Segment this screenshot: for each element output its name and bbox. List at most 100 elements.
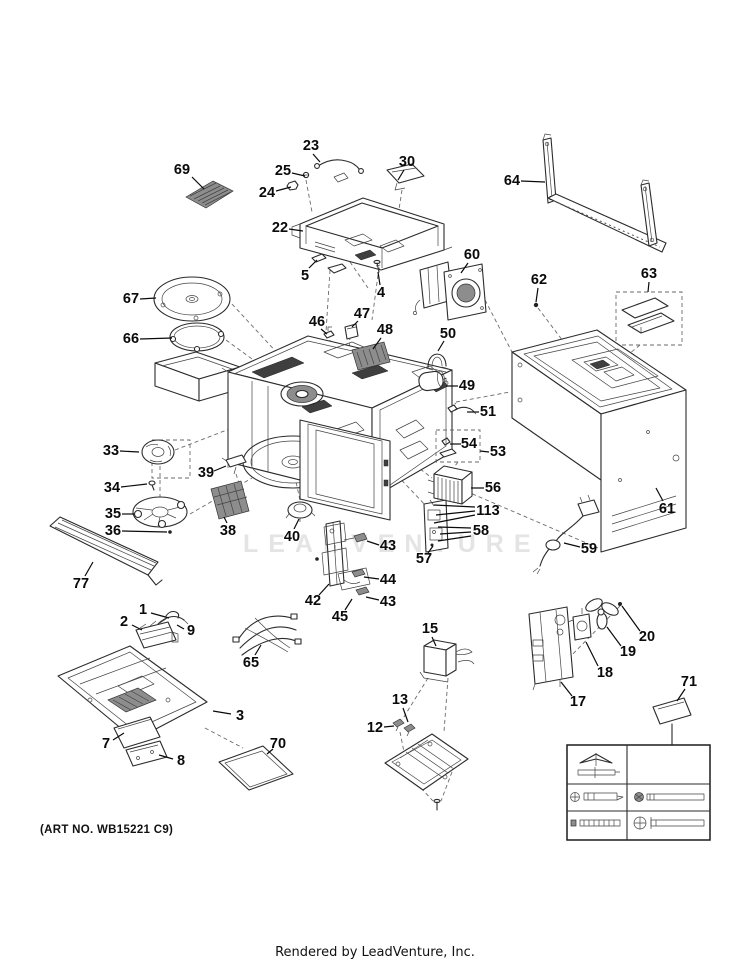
- anchor-bolt-icon: [577, 767, 620, 778]
- part-label-51: 51: [480, 404, 496, 420]
- part-67-turntable-tray: [153, 276, 231, 322]
- part-12-clip: [392, 718, 405, 732]
- watermark-text: LEADVENTURE: [243, 530, 541, 558]
- leader-line-18: [585, 641, 599, 667]
- part-19-fan-blade: [585, 598, 619, 630]
- part-label-59: 59: [581, 541, 597, 557]
- part-label-20: 20: [639, 629, 655, 645]
- part-label-13: 13: [392, 692, 408, 708]
- part-label-63: 63: [641, 266, 657, 282]
- part-4-screw: [373, 259, 381, 273]
- part-34-screw: [148, 480, 156, 491]
- part-label-64: 64: [504, 173, 520, 189]
- leader-line-62: [535, 287, 539, 303]
- part-label-22: 22: [272, 220, 288, 236]
- part-label-4: 4: [377, 285, 385, 301]
- part-label-42: 42: [305, 593, 321, 609]
- part-25-screw: [302, 171, 310, 179]
- part-66-roller-ring: [169, 322, 225, 353]
- footer-credit: Rendered by LeadVenture, Inc.: [275, 945, 475, 960]
- part-label-67: 67: [123, 291, 139, 307]
- part-label-58: 58: [473, 523, 489, 539]
- threaded-stud-icon: [570, 819, 621, 827]
- leader-line-36: [121, 530, 168, 533]
- part-label-45: 45: [332, 609, 348, 625]
- part-label-40: 40: [284, 529, 300, 545]
- leader-line-17: [560, 681, 573, 697]
- leader-line-65: [254, 644, 262, 656]
- leader-line-77: [84, 561, 94, 577]
- part-label-56: 56: [485, 480, 501, 496]
- part-20-screw: [618, 602, 622, 606]
- leader-line-46: [320, 328, 328, 335]
- leader-line-70: [266, 748, 274, 755]
- part-label-36: 36: [105, 523, 121, 539]
- part-9-wire: [157, 615, 189, 625]
- part-5-brackets: [311, 253, 347, 274]
- part-13-clip: [403, 723, 416, 737]
- part-label-61: 61: [659, 501, 675, 517]
- part-label-49: 49: [459, 378, 475, 394]
- part-43-latch-hook-upper: [343, 532, 368, 543]
- leader-line-61: [655, 487, 664, 502]
- leader-line-53: [479, 450, 490, 453]
- leader-line-40: [293, 518, 300, 530]
- part-label-15: 15: [422, 621, 438, 637]
- leader-line-24: [275, 186, 292, 192]
- part-33-turntable-coupler: [141, 439, 175, 465]
- part-22-control-chassis: [291, 197, 453, 271]
- part-label-69: 69: [174, 162, 190, 178]
- part-label-57: 57: [416, 551, 432, 567]
- part-label-5: 5: [301, 268, 309, 284]
- leader-line-9: [176, 624, 185, 630]
- leader-line-66: [139, 337, 173, 340]
- part-63-vent-deflectors: [615, 291, 683, 346]
- part-label-7: 7: [102, 736, 110, 752]
- leader-line-2: [131, 624, 143, 631]
- leader-line-12: [383, 725, 395, 728]
- part-38-grille-panel: [210, 480, 250, 520]
- part-label-48: 48: [377, 322, 393, 338]
- oven-cavity-assembly: [221, 335, 453, 521]
- leader-line-67: [139, 297, 157, 300]
- leader-line-38: [223, 516, 228, 524]
- leader-line-15: [431, 636, 437, 647]
- part-35-roller-guide: [132, 496, 188, 529]
- leader-line-113: [435, 510, 476, 516]
- part-69-grease-filter: [185, 180, 234, 209]
- leader-line-57: [427, 545, 434, 554]
- part-label-3: 3: [236, 708, 244, 724]
- part-label-71: 71: [681, 674, 697, 690]
- part-label-43: 43: [380, 538, 396, 554]
- part-label-24: 24: [259, 185, 275, 201]
- part-51-wire-lead: [447, 404, 477, 415]
- part-label-50: 50: [440, 326, 456, 342]
- toggle-wing-anchor-icon: [579, 753, 613, 766]
- part-label-44: 44: [380, 572, 396, 588]
- leader-line-64: [520, 180, 546, 183]
- leader-line-20: [621, 605, 641, 632]
- leader-line-25: [291, 172, 306, 177]
- shoulder-screw-long-icon: [633, 816, 705, 830]
- part-label-46: 46: [309, 314, 325, 330]
- part-label-17: 17: [570, 694, 586, 710]
- part-label-25: 25: [275, 163, 291, 179]
- part-113-switch-bracket: [423, 499, 476, 553]
- part-label-54: 54: [461, 436, 477, 452]
- leader-line-47: [351, 320, 359, 328]
- phillips-screw-short-icon: [570, 792, 624, 802]
- leader-line-45: [344, 598, 353, 611]
- part-label-47: 47: [354, 306, 370, 322]
- part-label-12: 12: [367, 720, 383, 736]
- part-label-53: 53: [490, 444, 506, 460]
- part-label-33: 33: [103, 443, 119, 459]
- part-3-base-tray: [57, 645, 208, 741]
- leader-line-5: [308, 259, 318, 269]
- part-label-18: 18: [597, 665, 613, 681]
- motor-mount-plate: [384, 733, 469, 811]
- part-label-113: 113: [476, 503, 499, 519]
- part-label-35: 35: [105, 506, 121, 522]
